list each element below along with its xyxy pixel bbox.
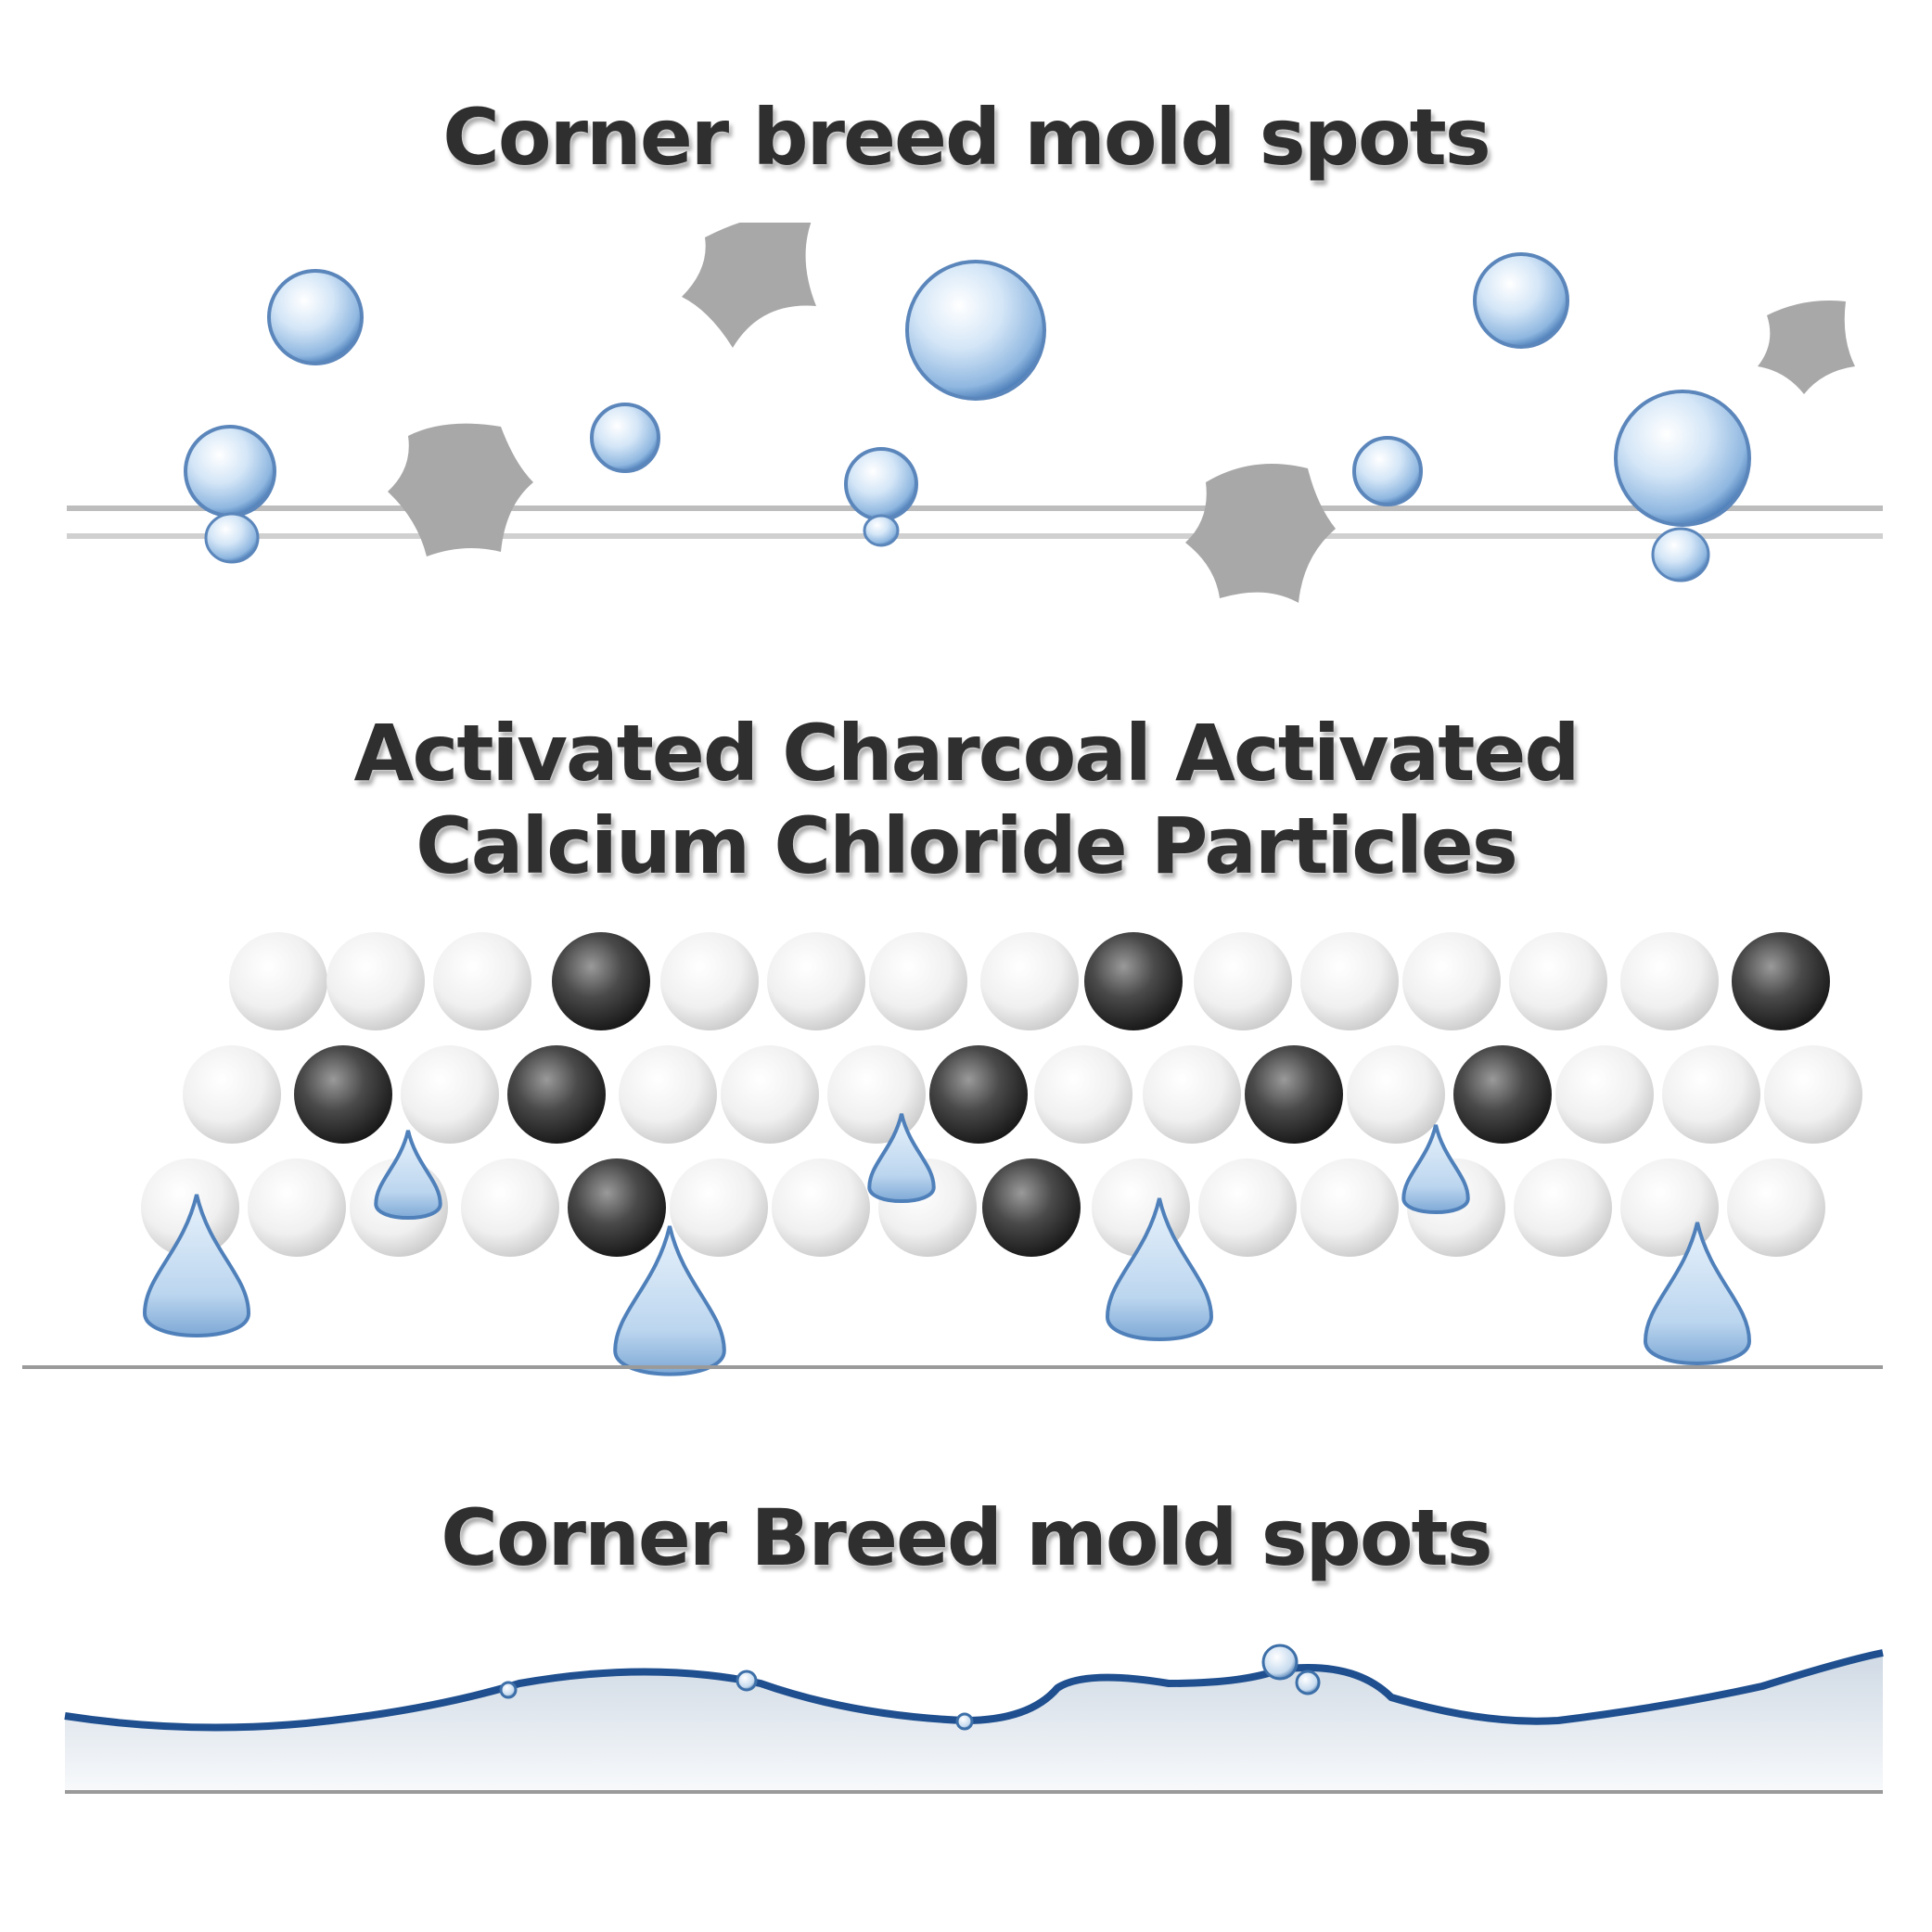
calcium-particle-icon [1764,1045,1862,1144]
calcium-particle-icon [1662,1045,1760,1144]
charcoal-particle-icon [929,1045,1028,1144]
water-droplet-icon [499,1681,518,1699]
water-droplet-icon [955,1712,974,1731]
water-droplet-icon [267,269,364,365]
charcoal-particle-icon [507,1045,606,1144]
water-droplet-icon [1614,390,1751,527]
calcium-particle-icon [1143,1045,1241,1144]
section-1-title: Corner breed mold spots [442,92,1491,183]
water-droplet-icon [1352,436,1423,506]
calcium-particle-icon [827,1045,926,1144]
water-droplet-icon [1295,1670,1321,1695]
calcium-particle-icon [461,1158,559,1257]
mold-spot-icon [1185,464,1336,603]
water-droplet-icon [1651,527,1710,582]
calcium-particle-icon [1347,1045,1445,1144]
calcium-particle-icon [183,1045,281,1144]
falling-drop-icon [867,1113,936,1203]
section-3-title: Corner Breed mold spots [441,1492,1492,1583]
charcoal-particle-icon [1732,932,1830,1030]
calcium-particle-icon [248,1158,346,1257]
water-droplet-icon [863,514,900,547]
calcium-particle-icon [1300,932,1399,1030]
calcium-particle-icon [721,1045,819,1144]
mold-spot-icon [1758,301,1855,394]
calcium-particle-icon [670,1158,768,1257]
section-2-title: Activated Charcoal Activated Calcium Chl… [0,707,1932,892]
calcium-particle-icon [229,932,327,1030]
section-2-title-line2: Calcium Chloride Particles [416,800,1518,891]
calcium-particle-icon [767,932,865,1030]
calcium-particle-icon [1509,932,1607,1030]
water-surface-scene [64,1644,1884,1794]
calcium-particle-icon [980,932,1079,1030]
water-surface-line [64,1649,1884,1732]
charcoal-particle-icon [552,932,650,1030]
calcium-particle-icon [1727,1158,1825,1257]
mold-spot-icon [682,223,816,348]
water-droplet-icon [204,512,260,564]
calcium-particle-icon [326,932,425,1030]
calcium-particle-icon [141,1158,239,1257]
calcium-particle-icon [1402,932,1501,1030]
falling-drop-icon [374,1130,442,1220]
calcium-particle-icon [660,932,759,1030]
calcium-particle-icon [1194,932,1292,1030]
charcoal-particle-icon [294,1045,392,1144]
calcium-particle-icon [1555,1045,1654,1144]
falling-drop-icon [613,1225,726,1376]
water-droplet-icon [844,447,918,521]
calcium-particle-icon [401,1045,499,1144]
water-droplet-icon [736,1670,758,1692]
particle-scene [22,932,1883,1376]
falling-drop-icon [1401,1124,1470,1214]
section-2-title-line1: Activated Charcoal Activated [353,708,1580,799]
falling-drop-icon [1105,1197,1214,1341]
water-droplet-icon [1261,1644,1299,1681]
mold-scene [67,223,1883,603]
water-droplet-icon [184,425,276,518]
calcium-particle-icon [1514,1158,1612,1257]
calcium-particle-icon [772,1158,870,1257]
calcium-particle-icon [1034,1045,1132,1144]
falling-drop-icon [1643,1222,1752,1365]
falling-drop-icon [142,1194,251,1337]
charcoal-particle-icon [1245,1045,1343,1144]
calcium-particle-icon [1198,1158,1297,1257]
calcium-particle-icon [433,932,531,1030]
mold-spot-icon [388,423,533,557]
calcium-particle-icon [619,1045,717,1144]
charcoal-particle-icon [1084,932,1183,1030]
calcium-particle-icon [1300,1158,1399,1257]
water-droplet-icon [905,260,1046,401]
charcoal-particle-icon [1453,1045,1552,1144]
charcoal-particle-icon [568,1158,666,1257]
calcium-particle-icon [1620,932,1719,1030]
calcium-particle-icon [869,932,967,1030]
water-droplet-icon [1473,252,1569,349]
water-droplet-icon [590,403,660,473]
charcoal-particle-icon [982,1158,1081,1257]
